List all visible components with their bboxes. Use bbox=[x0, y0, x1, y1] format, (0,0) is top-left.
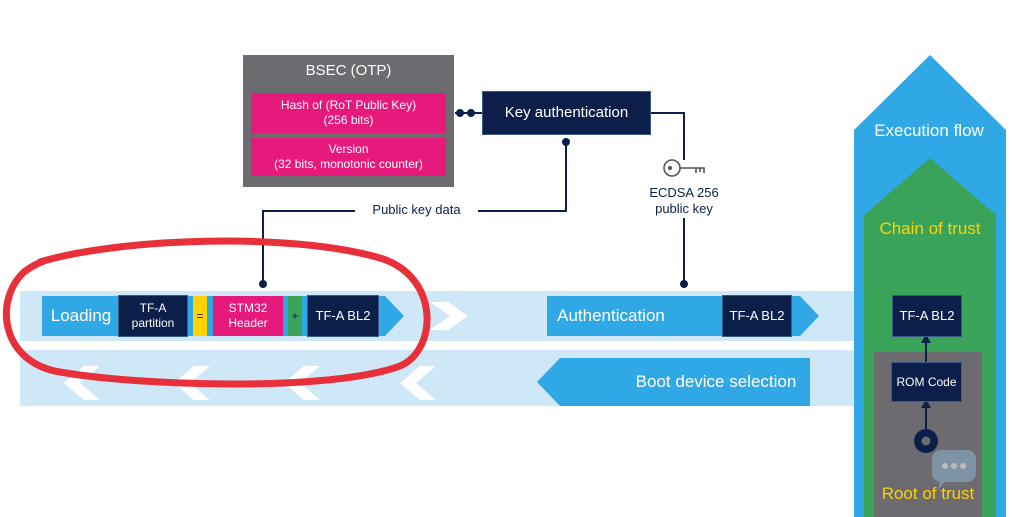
tfa-partition-line2: partition bbox=[131, 316, 175, 330]
execution-flow-label: Execution flow bbox=[874, 121, 984, 141]
root-of-trust-label: Root of trust bbox=[881, 484, 975, 504]
ecdsa-line1: ECDSA 256 bbox=[649, 184, 719, 200]
stm32-line1: STM32 bbox=[228, 301, 268, 315]
bsec-hash-line2: (256 bits) bbox=[323, 113, 374, 127]
highlight-ellipse bbox=[2, 237, 431, 388]
bsec-title: BSEC (OTP) bbox=[305, 61, 392, 79]
chevron-left-4 bbox=[400, 366, 436, 400]
tfa-partition-line1: TF-A bbox=[139, 301, 167, 315]
stm32-line2: Header bbox=[228, 316, 268, 330]
bsec-version-line1: Version bbox=[328, 142, 369, 156]
rom-code-box: ROM Code bbox=[891, 362, 962, 402]
chat-icon bbox=[932, 450, 976, 490]
bsec-hash-line1: Hash of (RoT Public Key) bbox=[280, 98, 417, 112]
authentication-label: Authentication bbox=[557, 306, 665, 326]
ecdsa-label: ECDSA 256 public key bbox=[632, 182, 736, 220]
key-icon bbox=[663, 159, 705, 177]
ecdsa-line2: public key bbox=[655, 201, 713, 216]
boot-device-arrow bbox=[537, 358, 810, 406]
chain-of-trust-label: Chain of trust bbox=[879, 219, 981, 239]
key-authentication-box: Key authentication bbox=[482, 91, 651, 135]
equals-sign-box: = bbox=[193, 296, 207, 336]
boot-device-selection-label: Boot device selection bbox=[635, 372, 797, 392]
plus-sign-box: + bbox=[288, 296, 302, 336]
auth-tfa-bl2-box: TF-A BL2 bbox=[722, 295, 792, 337]
root-circle-icon bbox=[914, 429, 938, 453]
stm32-header-box: STM32 Header bbox=[213, 296, 283, 336]
chevron-right-1 bbox=[430, 302, 468, 330]
public-key-data-label: Public key data bbox=[355, 199, 478, 221]
tfa-partition-box: TF-A partition bbox=[118, 295, 188, 337]
stack-tfa-bl2-box: TF-A BL2 bbox=[892, 295, 962, 337]
bsec-version-line2: (32 bits, monotonic counter) bbox=[274, 157, 423, 171]
loading-label: Loading bbox=[50, 306, 112, 326]
bsec-version-field: Version (32 bits, monotonic counter) bbox=[251, 138, 446, 176]
connector-dots bbox=[259, 109, 931, 408]
bsec-hash-field: Hash of (RoT Public Key) (256 bits) bbox=[251, 93, 446, 133]
loading-tfa-bl2-box: TF-A BL2 bbox=[307, 295, 379, 337]
